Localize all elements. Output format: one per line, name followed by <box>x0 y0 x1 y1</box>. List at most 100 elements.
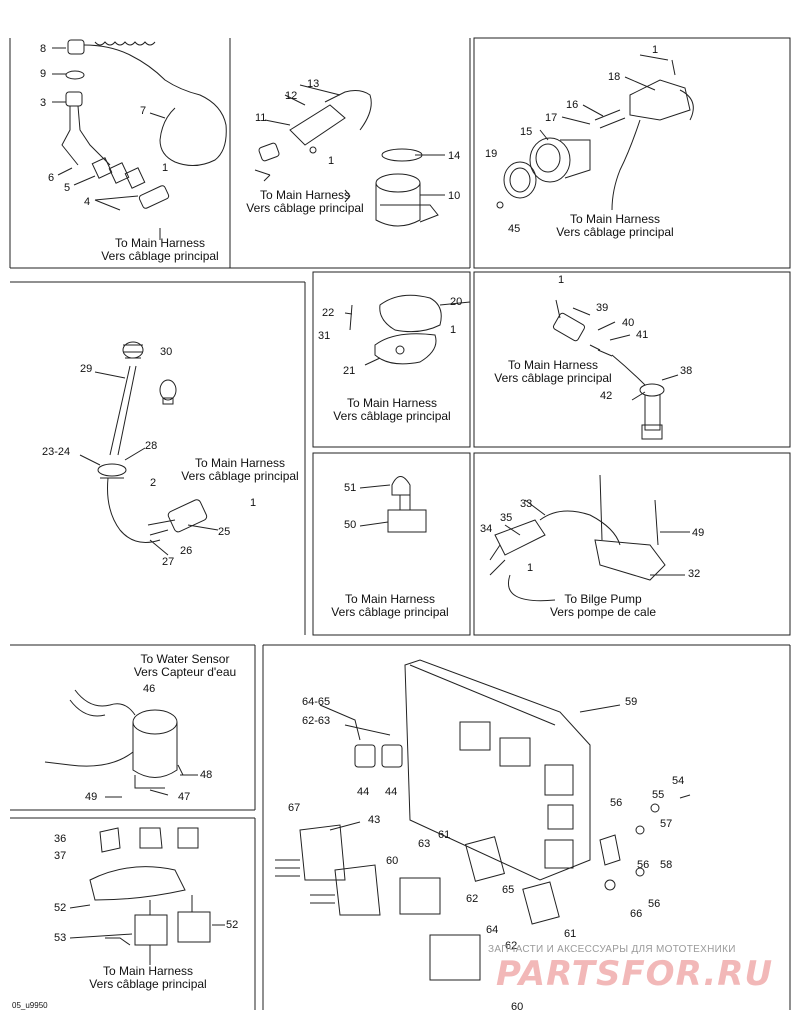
panel-8-bilge <box>489 474 690 602</box>
p6-callout-38: 38 <box>680 365 693 377</box>
p1-callout-5: 5 <box>64 182 71 194</box>
p10-callout-56b: 56 <box>637 859 650 871</box>
p8-callout-34: 34 <box>480 523 493 535</box>
p10-callout-61a: 61 <box>438 829 451 841</box>
p4-callout-23-24: 23-24 <box>42 446 71 458</box>
p5-main-harness-en: To Main Harness <box>346 396 438 410</box>
panel-6-socket <box>552 299 679 440</box>
p2-callout-12: 12 <box>285 90 298 102</box>
p11-main-harness-en: To Main Harness <box>102 964 194 978</box>
p4-main-harness-fr: Vers câblage principal <box>181 469 299 483</box>
p11-main-harness-fr: Vers câblage principal <box>89 977 207 991</box>
p3-callout-1: 1 <box>652 44 659 56</box>
p7-main-harness-en: To Main Harness <box>344 592 436 606</box>
p7-main-harness-fr: Vers câblage principal <box>331 605 449 619</box>
p10-callout-62-63: 62-63 <box>302 715 331 727</box>
p10-callout-62a: 62 <box>466 893 479 905</box>
p1-callout-8: 8 <box>40 43 47 55</box>
p1-callout-7: 7 <box>140 105 147 117</box>
p2-callout-13: 13 <box>307 78 320 90</box>
p10-callout-58: 58 <box>660 859 673 871</box>
p1-callout-1: 1 <box>162 162 169 174</box>
p10-callout-65: 65 <box>502 884 515 896</box>
p9-callout-46: 46 <box>143 683 156 695</box>
p4-callout-29: 29 <box>80 363 93 375</box>
p10-callout-44b: 44 <box>385 786 398 798</box>
p11-callout-36: 36 <box>54 833 67 845</box>
p11-callout-37: 37 <box>54 850 67 862</box>
p8-callout-1: 1 <box>527 562 534 574</box>
p4-callout-30: 30 <box>160 346 173 358</box>
p4-callout-27: 27 <box>162 556 175 568</box>
p8-bilge-pump-fr: Vers pompe de cale <box>549 605 657 619</box>
p1-callout-3: 3 <box>40 97 47 109</box>
panel-borders <box>9 37 791 1010</box>
p2-main-harness-en: To Main Harness <box>259 188 351 202</box>
p4-callout-1: 1 <box>250 497 257 509</box>
p10-callout-56a: 56 <box>610 797 623 809</box>
p3-callout-15: 15 <box>520 126 533 138</box>
p6-main-harness-en: To Main Harness <box>507 358 599 372</box>
p9-water-sensor-en: To Water Sensor <box>140 652 230 666</box>
panel-1-wiring <box>52 39 227 240</box>
p1-callout-4: 4 <box>84 196 91 208</box>
p5-callout-1: 1 <box>450 324 457 336</box>
watermark-tagline: ЗАПЧАСТИ И АКСЕССУАРЫ ДЛЯ МОТОТЕХНИКИ <box>488 944 736 955</box>
panel-3-gauge <box>496 54 694 211</box>
p6-callout-39: 39 <box>596 302 609 314</box>
panel-2-horn <box>254 84 445 227</box>
p10-callout-44a: 44 <box>357 786 370 798</box>
panel-7-switch <box>359 476 427 533</box>
p11-callout-53: 53 <box>54 932 67 944</box>
p4-main-harness-en: To Main Harness <box>194 456 286 470</box>
figure-code: 05_u9950 <box>12 1001 48 1010</box>
p3-main-harness-fr: Vers câblage principal <box>556 225 674 239</box>
p3-callout-16: 16 <box>566 99 579 111</box>
p10-callout-64: 64 <box>486 924 499 936</box>
p10-callout-62b: 62 <box>505 940 518 952</box>
p10-callout-54: 54 <box>672 775 685 787</box>
p5-callout-22: 22 <box>322 307 335 319</box>
panel-9-water-sensor <box>44 689 198 798</box>
watermark-brand: PARTSFOR.RU <box>496 954 774 994</box>
p10-callout-43: 43 <box>368 814 381 826</box>
p9-water-sensor-fr: Vers Capteur d'eau <box>133 665 237 679</box>
p10-callout-59: 59 <box>625 696 638 708</box>
p1-callout-6: 6 <box>48 172 55 184</box>
p8-callout-32: 32 <box>688 568 701 580</box>
p9-callout-47: 47 <box>178 791 191 803</box>
panel-4-light-pole <box>79 341 219 556</box>
p4-callout-2: 2 <box>150 477 157 489</box>
p10-callout-60b: 60 <box>511 1001 524 1013</box>
panel-10-module <box>275 659 691 981</box>
p2-callout-1: 1 <box>328 155 335 167</box>
p8-callout-35: 35 <box>500 512 513 524</box>
panel-5-cover <box>344 294 471 366</box>
p10-callout-61b: 61 <box>564 928 577 940</box>
p2-callout-14: 14 <box>448 150 461 162</box>
p3-callout-19: 19 <box>485 148 498 160</box>
p1-callout-9: 9 <box>40 68 47 80</box>
p5-callout-31: 31 <box>318 330 331 342</box>
p10-callout-63: 63 <box>418 838 431 850</box>
p3-callout-17: 17 <box>545 112 558 124</box>
p6-callout-42: 42 <box>600 390 613 402</box>
p5-callout-21: 21 <box>343 365 356 377</box>
p7-callout-50: 50 <box>344 519 357 531</box>
p10-callout-60a: 60 <box>386 855 399 867</box>
p8-callout-49: 49 <box>692 527 705 539</box>
watermark: ЗАПЧАСТИ И АКСЕССУАРЫ ДЛЯ МОТОТЕХНИКИ PA… <box>478 942 800 1035</box>
p4-callout-28: 28 <box>145 440 158 452</box>
p6-main-harness-fr: Vers câblage principal <box>494 371 612 385</box>
p9-callout-49: 49 <box>85 791 98 803</box>
p10-callout-56c: 56 <box>648 898 661 910</box>
p10-callout-66: 66 <box>630 908 643 920</box>
p10-callout-64-65: 64-65 <box>302 696 331 708</box>
p8-callout-33: 33 <box>520 498 533 510</box>
p3-main-harness-en: To Main Harness <box>569 212 661 226</box>
panel-11-switches <box>69 827 225 965</box>
p11-callout-52b: 52 <box>226 919 239 931</box>
p6-callout-41: 41 <box>636 329 649 341</box>
p4-callout-26: 26 <box>180 545 193 557</box>
